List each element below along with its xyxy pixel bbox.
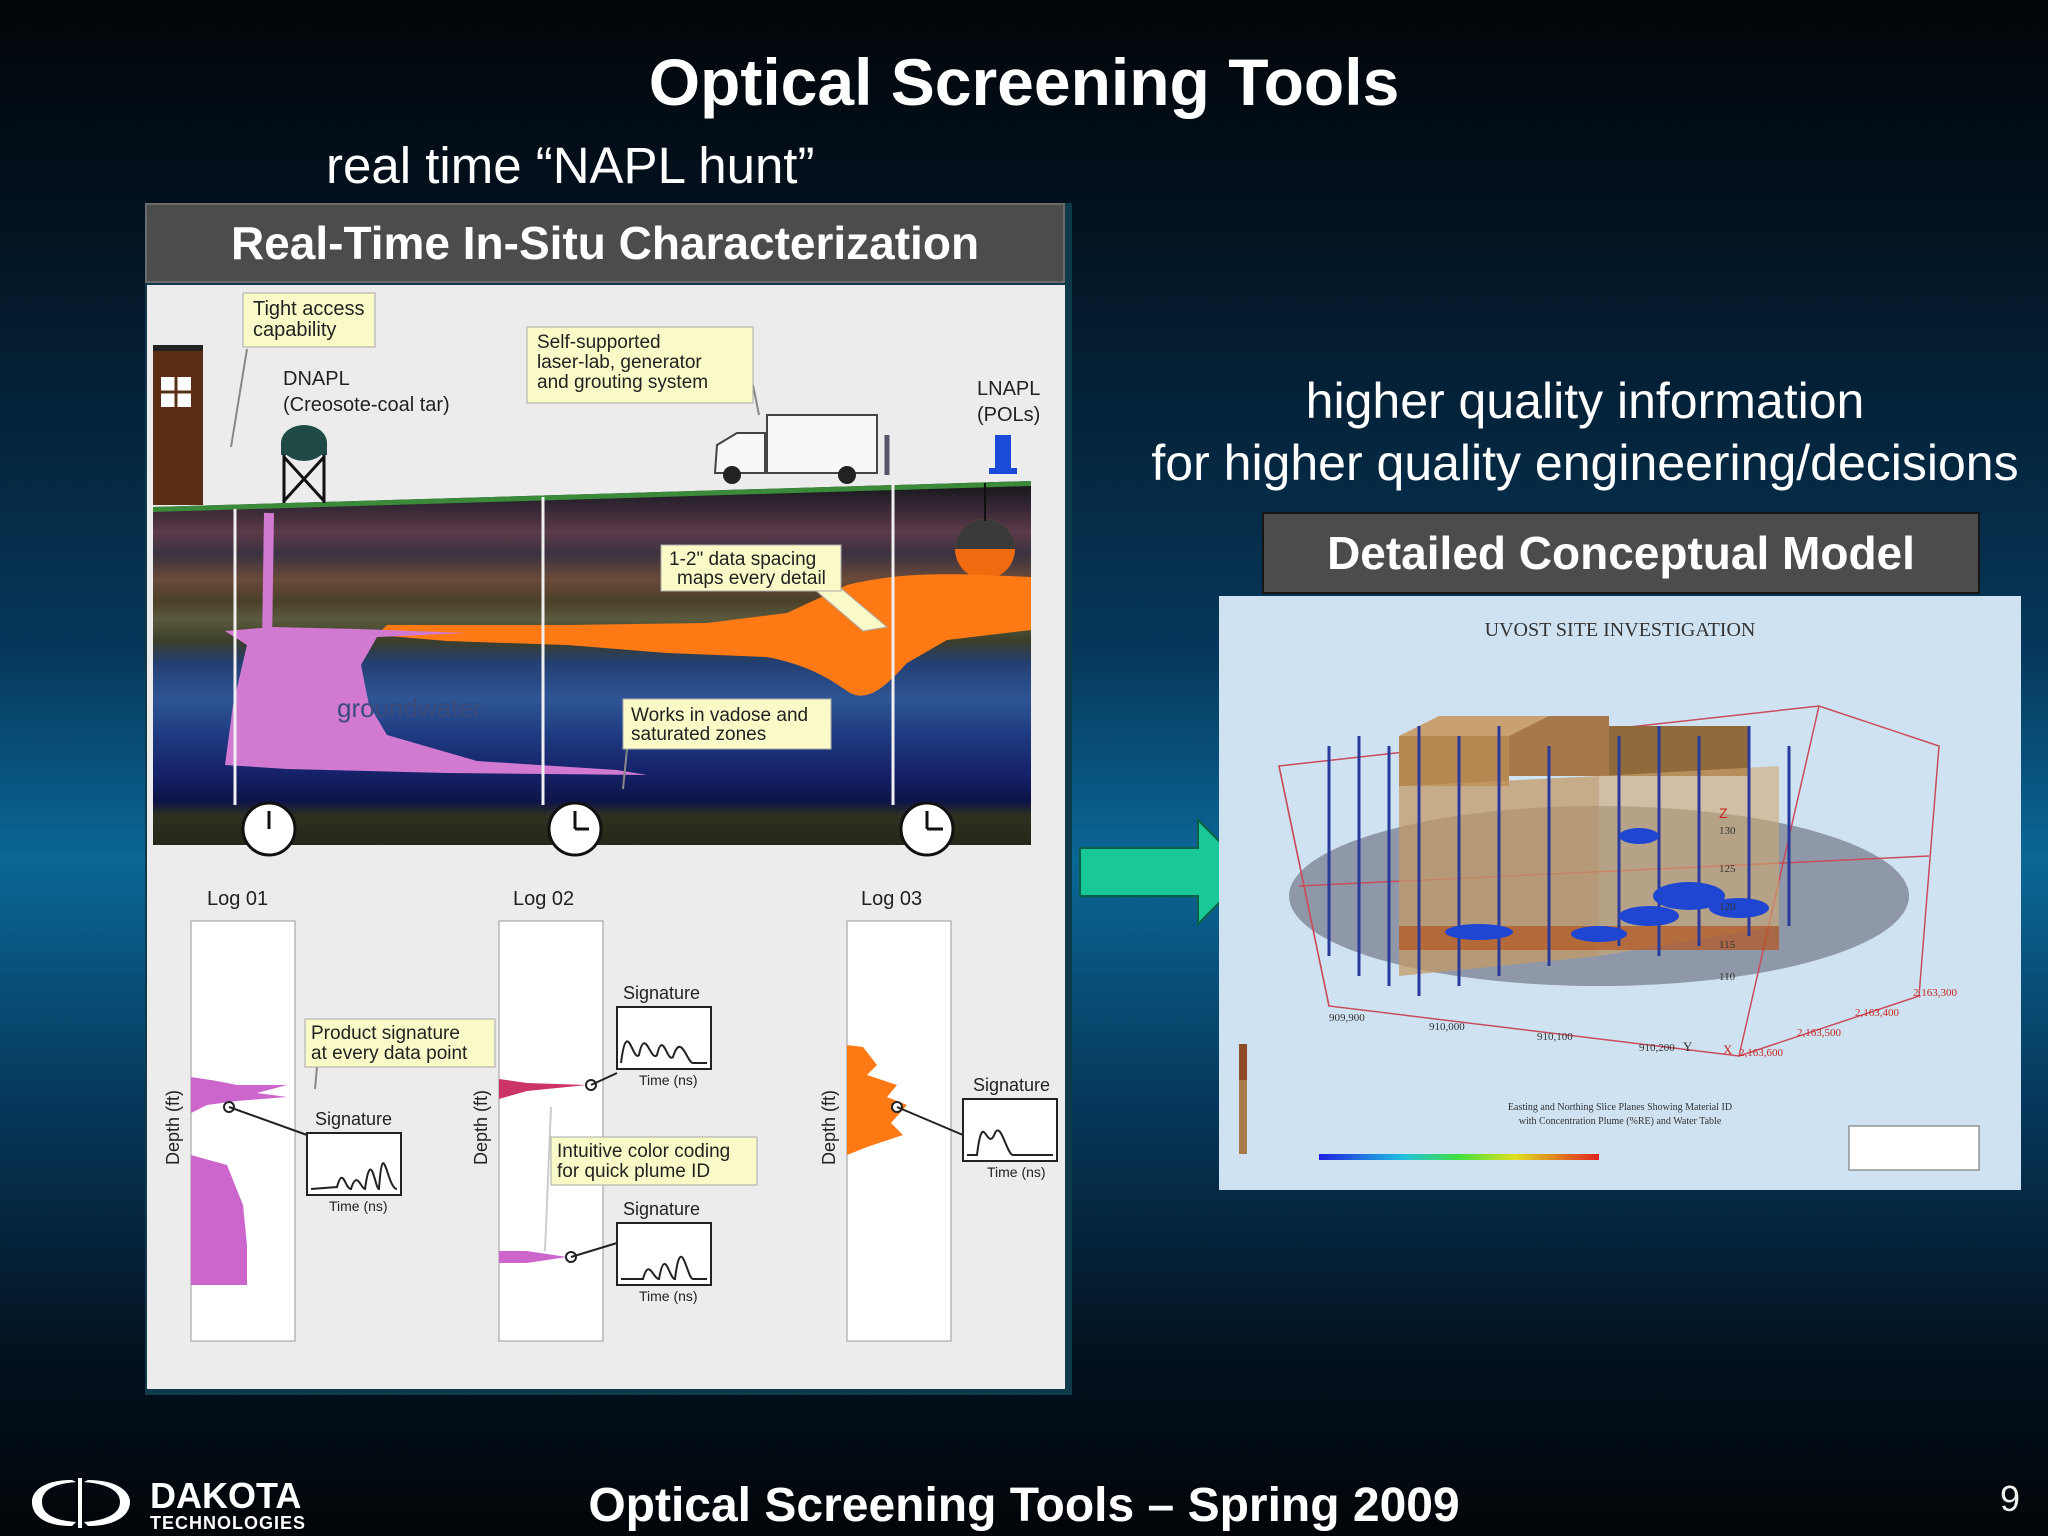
pump-icon — [995, 435, 1011, 471]
water-tower-icon — [281, 425, 327, 503]
svg-text:910,200: 910,200 — [1639, 1042, 1675, 1054]
log-02-track: Depth (ft) — [471, 920, 618, 1342]
svg-text:Signature: Signature — [623, 1199, 700, 1219]
site-cross-section-illustration: Tight access capability Self-supported l… — [147, 285, 1065, 1389]
svg-text:125: 125 — [1719, 863, 1736, 875]
panel-header: Real-Time In-Situ Characterization — [145, 203, 1065, 283]
footer-title: Optical Screening Tools – Spring 2009 — [588, 1479, 1460, 1532]
svg-text:Easting and Northing Slice Pla: Easting and Northing Slice Planes Showin… — [1508, 1102, 1732, 1113]
quality-statement: higher quality information for higher qu… — [1120, 370, 2048, 494]
svg-text:2,163,600: 2,163,600 — [1739, 1047, 1784, 1059]
svg-text:Signature: Signature — [623, 983, 700, 1003]
conceptual-model-header: Detailed Conceptual Model — [1262, 512, 1980, 594]
label-dnapl: DNAPL (Creosote-coal tar) — [283, 368, 450, 416]
log-01-track: Depth (ft) — [163, 920, 308, 1342]
clock-icon — [899, 801, 955, 857]
svg-text:2,163,500: 2,163,500 — [1797, 1027, 1842, 1039]
svg-text:Depth (ft): Depth (ft) — [163, 1090, 183, 1165]
svg-text:Time (ns): Time (ns) — [639, 1288, 698, 1304]
dakota-logo: DAKOTA TECHNOLOGIES — [32, 1475, 306, 1532]
clock-icon — [241, 801, 297, 857]
svg-text:Time (ns): Time (ns) — [639, 1072, 698, 1088]
conceptual-model-image: UVOST SITE INVESTIGATION — [1219, 596, 2021, 1190]
log-label: Log 02 — [513, 888, 574, 910]
callout-color-coding: Intuitive color coding for quick plume I… — [557, 1141, 736, 1182]
page-number: 9 — [2000, 1478, 2021, 1519]
svg-text:Signature: Signature — [315, 1109, 392, 1129]
svg-text:2,163,400: 2,163,400 — [1855, 1007, 1900, 1019]
label-groundwater: groundwater — [337, 693, 482, 723]
svg-text:909,900: 909,900 — [1329, 1012, 1365, 1024]
signature-panel: Signature Time (ns) — [616, 983, 712, 1088]
signature-panel: Signature Time (ns) — [306, 1109, 402, 1214]
svg-text:Depth (ft): Depth (ft) — [819, 1090, 839, 1165]
dnapl-plume — [225, 627, 647, 775]
svg-text:DAKOTA: DAKOTA — [150, 1475, 301, 1516]
log-label: Log 03 — [861, 888, 922, 910]
quality-line: higher quality information — [1305, 373, 1865, 429]
callout-product-signature: Product signature at every data point — [311, 1023, 468, 1064]
callout-data-spacing: 1-2" data spacing maps every detail — [669, 549, 826, 589]
svg-text:Signature: Signature — [973, 1075, 1050, 1095]
clock-icon — [547, 801, 603, 857]
svg-text:Y: Y — [1683, 1039, 1693, 1054]
slide-title: Optical Screening Tools — [648, 45, 1400, 119]
truck-icon — [713, 414, 890, 484]
quality-line: for higher quality engineering/decisions — [1151, 435, 2019, 491]
label-lnapl: LNAPL (POLs) — [977, 378, 1045, 426]
svg-text:TECHNOLOGIES: TECHNOLOGIES — [150, 1513, 306, 1532]
svg-text:with Concentration Plume (%RE): with Concentration Plume (%RE) and Water… — [1519, 1116, 1722, 1127]
svg-text:120: 120 — [1719, 901, 1736, 913]
callout-vadose: Works in vadose and saturated zones — [631, 705, 813, 745]
callout-tight-access: Tight access capability — [253, 298, 370, 341]
svg-text:Depth (ft): Depth (ft) — [471, 1090, 491, 1165]
model-title: UVOST SITE INVESTIGATION — [1485, 619, 1756, 641]
building-icon — [153, 345, 203, 505]
svg-text:115: 115 — [1719, 939, 1736, 951]
svg-text:Time (ns): Time (ns) — [987, 1164, 1046, 1180]
signature-panel: Signature Time (ns) — [962, 1075, 1058, 1180]
signature-panel: Signature Time (ns) — [616, 1199, 712, 1304]
log-03-track: Depth (ft) — [819, 920, 964, 1342]
svg-text:130: 130 — [1719, 825, 1736, 837]
slide-subtitle: real time “NAPL hunt” — [326, 137, 815, 194]
svg-text:910,100: 910,100 — [1537, 1031, 1573, 1043]
real-time-characterization-panel: Real-Time In-Situ Characterization — [145, 203, 1072, 1395]
svg-text:910,000: 910,000 — [1429, 1021, 1465, 1033]
svg-text:2,163,300: 2,163,300 — [1913, 987, 1958, 999]
svg-text:Time (ns): Time (ns) — [329, 1198, 388, 1214]
callout-self-supported: Self-supported laser-lab, generator and … — [537, 332, 708, 393]
lnapl-plume — [377, 574, 1031, 696]
svg-text:110: 110 — [1719, 971, 1736, 983]
svg-text:X: X — [1723, 1042, 1733, 1057]
svg-text:Z: Z — [1719, 805, 1728, 821]
log-label: Log 01 — [207, 888, 268, 910]
